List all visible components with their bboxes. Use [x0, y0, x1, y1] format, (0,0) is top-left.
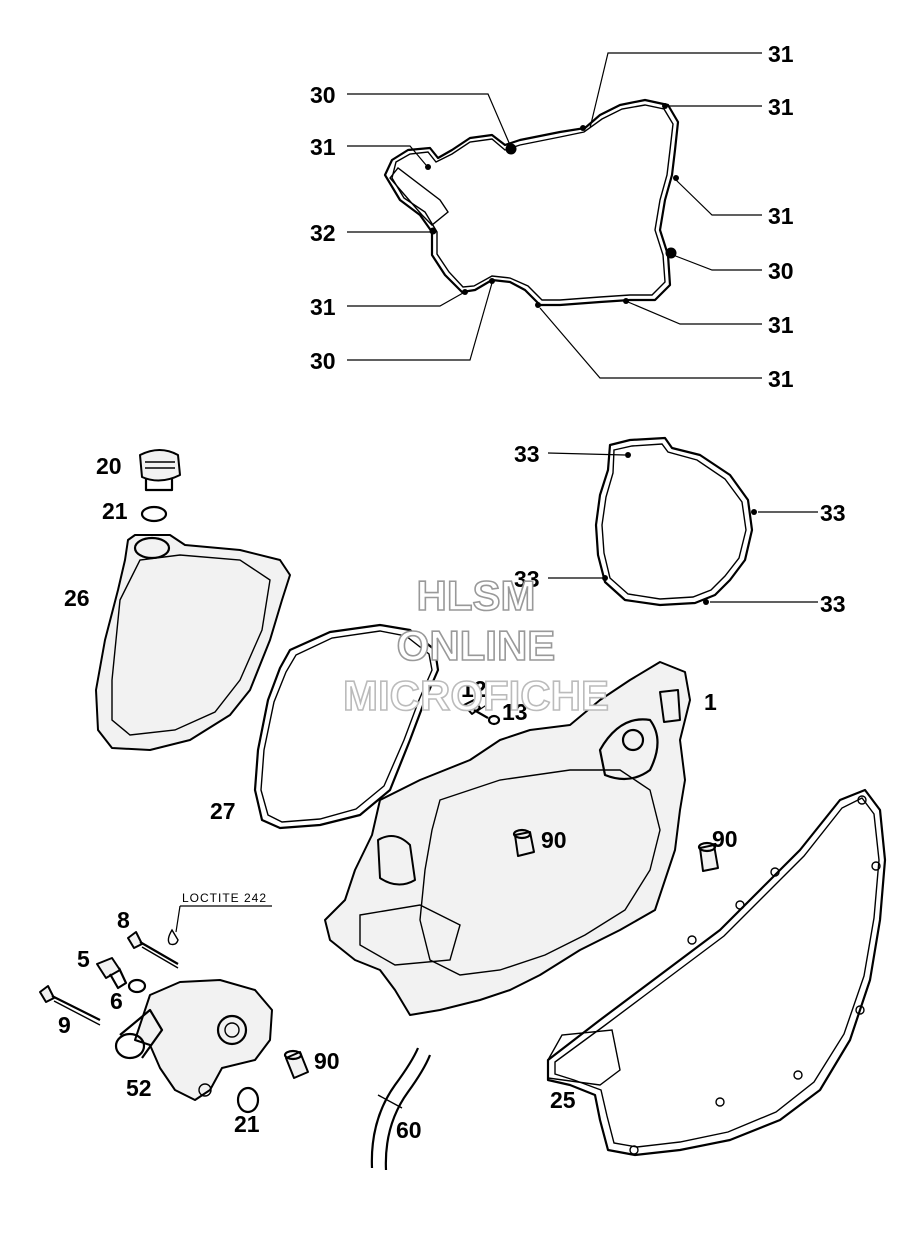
- washer-6: [127, 978, 147, 994]
- callout-33a: 33: [514, 441, 540, 467]
- callout-25: 25: [550, 1087, 576, 1113]
- o-ring-upper: [140, 505, 168, 523]
- callout-20: 20: [96, 453, 122, 479]
- loctite-leader: [175, 905, 181, 933]
- loctite-drop-icon: [167, 928, 179, 946]
- callout-31d: 31: [768, 203, 794, 229]
- callout-30a: 30: [310, 82, 336, 108]
- callout-13: 13: [502, 699, 528, 725]
- callout-21a: 21: [102, 498, 128, 524]
- callout-12: 12: [461, 676, 487, 702]
- main-cover-gasket: [546, 788, 887, 1157]
- clutch-cover-gasket: [547, 436, 818, 607]
- callout-26: 26: [64, 585, 90, 611]
- watermark-line1: HLSM: [417, 572, 536, 619]
- callout-90a: 90: [541, 827, 567, 853]
- callout-31b: 31: [768, 94, 794, 120]
- callout-1: 1: [704, 689, 717, 715]
- callout-30b: 30: [768, 258, 794, 284]
- o-ring-lower: [236, 1086, 260, 1114]
- hose-60: [370, 1047, 432, 1171]
- callout-31g: 31: [768, 366, 794, 392]
- filler-cap: [139, 449, 181, 492]
- callout-52: 52: [126, 1075, 152, 1101]
- callout-9: 9: [58, 1012, 71, 1038]
- bolt-9: [39, 985, 101, 1026]
- top-cover-gasket: [383, 98, 680, 308]
- callout-33b: 33: [820, 500, 846, 526]
- callout-90b: 90: [712, 826, 738, 852]
- callout-31e: 31: [310, 294, 336, 320]
- callout-21b: 21: [234, 1111, 260, 1137]
- lower-leader-lines: [475, 703, 489, 713]
- dowel-90-c: [283, 1049, 309, 1079]
- loctite-note: LOCTITE 242: [182, 891, 267, 905]
- callout-60: 60: [396, 1117, 422, 1143]
- callout-31f: 31: [768, 312, 794, 338]
- callout-27: 27: [210, 798, 236, 824]
- callout-30c: 30: [310, 348, 336, 374]
- callout-31c: 31: [310, 134, 336, 160]
- bolt-8: [127, 931, 179, 969]
- ignition-cover-gasket: [253, 623, 440, 830]
- dowel-90-a: [512, 828, 535, 857]
- callout-8: 8: [117, 907, 130, 933]
- watermark-line2: ONLINE: [397, 622, 556, 669]
- callout-33c: 33: [514, 566, 540, 592]
- top-leader-lines: [347, 52, 762, 379]
- watermark-line3: MICROFICHE: [343, 672, 609, 719]
- callout-5: 5: [77, 946, 90, 972]
- dowel-90-b: [697, 841, 719, 872]
- washer-13: [487, 714, 501, 726]
- callout-32: 32: [310, 220, 336, 246]
- callout-31a: 31: [768, 41, 794, 67]
- water-pump-cover: [114, 979, 273, 1101]
- callout-90c: 90: [314, 1048, 340, 1074]
- callout-6: 6: [110, 988, 123, 1014]
- callout-33d: 33: [820, 591, 846, 617]
- ignition-cover: [95, 534, 291, 751]
- clutch-cover: [324, 661, 691, 1016]
- drain-plug-5: [96, 957, 128, 990]
